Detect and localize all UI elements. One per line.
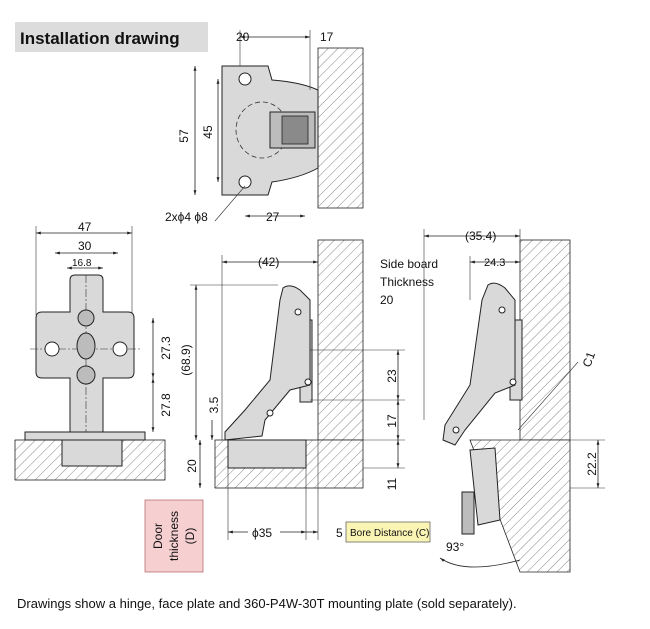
c1-label: C1	[580, 350, 599, 370]
pivot-pin	[498, 306, 506, 314]
dim-side-35: ϕ35	[252, 526, 272, 540]
angle-arc	[439, 557, 521, 568]
front-view-screw-bottom	[76, 365, 96, 385]
front-view-screw-top	[77, 309, 95, 327]
leader-line	[214, 185, 246, 222]
front-view-base	[24, 431, 146, 441]
front-view-cup	[61, 439, 123, 467]
dim-side-3-5: 3.5	[207, 396, 221, 413]
top-view-clip	[281, 115, 309, 145]
side-board-label-2: Thickness	[380, 275, 434, 289]
dim-top-57: 57	[177, 129, 191, 143]
side-view: (42) Side board Thickness 20 (68.9) 3.5 …	[144, 239, 438, 573]
dim-top-20: 20	[236, 30, 250, 44]
side-view-cup	[227, 439, 307, 469]
open-view: (35.4) 24.3 C1 22.2 93°	[423, 229, 605, 573]
dim-side-11: 11	[385, 477, 399, 490]
dim-top-17: 17	[320, 30, 334, 44]
side-view-side-board	[317, 239, 364, 441]
top-view-screw-hole-bottom	[238, 175, 252, 189]
bore-distance-label: Bore Distance (C)	[350, 528, 429, 539]
angle-label: 93°	[446, 540, 464, 554]
dim-side-23: 23	[385, 369, 399, 383]
door-thickness-label-2: thickness	[167, 511, 181, 561]
dim-side-20: 20	[185, 459, 199, 473]
dim-front-27-3: 27.3	[159, 336, 173, 360]
dim-front-16-8: 16.8	[72, 258, 92, 269]
side-view-hinge-arm	[224, 285, 311, 441]
open-view-hinge-arm	[442, 282, 516, 446]
top-view: 20 17 57 45 27 2xϕ4 ϕ8	[165, 30, 364, 224]
pivot-pin	[452, 426, 460, 434]
pivot-pin	[304, 378, 312, 386]
front-view-hole-left	[44, 341, 60, 357]
door-thickness-label-1: Door	[151, 523, 165, 549]
dim-front-30: 30	[78, 239, 92, 253]
side-board-label-3: 20	[380, 293, 394, 307]
open-view-door-plate	[461, 491, 475, 535]
dim-top-27: 27	[266, 210, 280, 224]
open-view-side-board	[519, 239, 571, 441]
dim-top-45: 45	[201, 125, 215, 139]
top-view-wall	[317, 47, 364, 209]
dim-side-68-9: (68.9)	[179, 344, 193, 375]
pivot-pin	[266, 409, 274, 417]
label-background	[248, 524, 280, 540]
front-view-hole-right	[112, 341, 128, 357]
side-board-label-1: Side board	[380, 257, 438, 271]
dim-front-47: 47	[78, 220, 92, 234]
page-title: Installation drawing	[20, 29, 180, 48]
dim-open-22-2: 22.2	[585, 452, 599, 476]
pivot-pin	[294, 308, 302, 316]
front-view-screw-mid	[76, 332, 96, 360]
open-view-door-cup	[469, 447, 501, 526]
front-view: 47 30 16.8 27.3 27.8	[14, 220, 173, 481]
bore-distance-box	[345, 521, 431, 543]
pivot-pin	[509, 378, 517, 386]
dim-side-17: 17	[385, 414, 399, 428]
dim-open-24-3: 24.3	[484, 257, 505, 269]
dim-front-27-8: 27.8	[159, 393, 173, 417]
holes-label: 2xϕ4 ϕ8	[165, 210, 208, 224]
title-background	[15, 22, 208, 52]
door-thickness-label-3: (D)	[183, 528, 197, 545]
dim-side-42: (42)	[258, 255, 279, 269]
dim-side-5: 5	[336, 526, 343, 540]
dim-open-35-4: (35.4)	[465, 229, 496, 243]
top-view-screw-hole-top	[238, 72, 252, 86]
caption: Drawings show a hinge, face plate and 36…	[17, 596, 517, 611]
leader-line	[517, 361, 579, 431]
door-thickness-box	[144, 499, 204, 573]
